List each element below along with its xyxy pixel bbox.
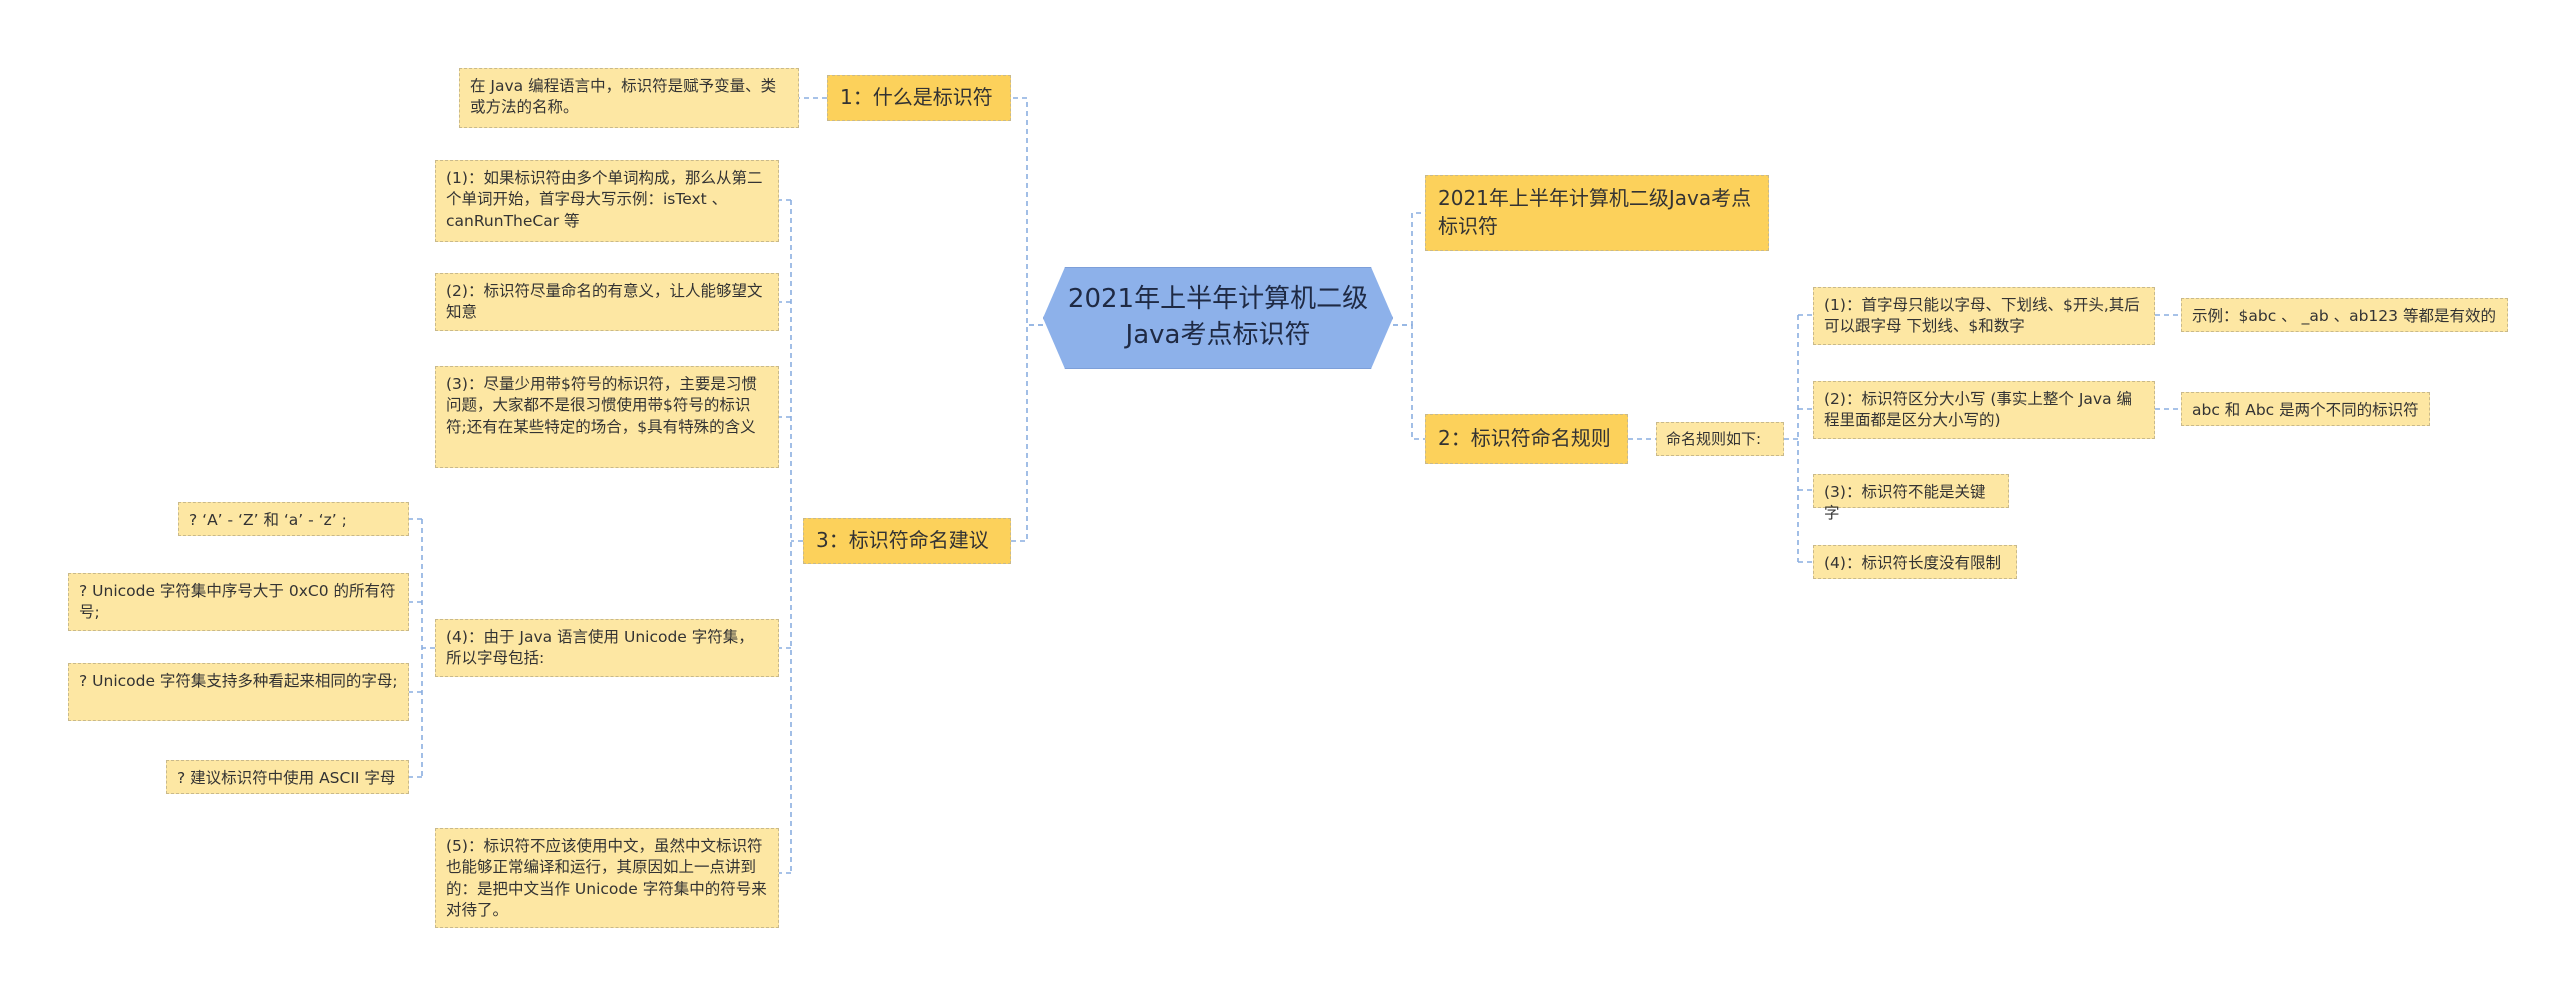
rule-node-3[interactable]: (3)：标识符不能是关键字 — [1813, 474, 2009, 522]
rule-label-2: (2)：标识符区分大小写 (事实上整个 Java 编程里面都是区分大小写的) — [1824, 390, 2133, 430]
letters-node-2[interactable]: ? Unicode 字符集中序号大于 0xC0 的所有符号; — [68, 573, 409, 631]
letters-node-3[interactable]: ? Unicode 字符集支持多种看起来相同的字母; — [68, 663, 409, 721]
rule-label-1: (1)：首字母只能以字母、下划线、$开头,其后可以跟字母 下划线、$和数字 — [1824, 296, 2140, 336]
edge-central-to-title — [1393, 212, 1425, 326]
letters-label-4: ? 建议标识符中使用 ASCII 字母 — [177, 769, 396, 787]
title-branch-node[interactable]: 2021年上半年计算机二级Java考点标识符 — [1425, 175, 1769, 251]
rule-node-2[interactable]: (2)：标识符区分大小写 (事实上整个 Java 编程里面都是区分大小写的) — [1813, 381, 2155, 439]
what-desc-label: 在 Java 编程语言中，标识符是赋予变量、类或方法的名称。 — [470, 77, 777, 117]
what-desc-node[interactable]: 在 Java 编程语言中，标识符是赋予变量、类或方法的名称。 — [459, 68, 799, 128]
letters-label-3: ? Unicode 字符集支持多种看起来相同的字母; — [79, 672, 398, 690]
advice-node-3[interactable]: (3)：尽量少用带$符号的标识符，主要是习惯问题，大家都不是很习惯使用带$符号的… — [435, 366, 779, 468]
advice-node-4[interactable]: (4)：由于 Java 语言使用 Unicode 字符集，所以字母包括: — [435, 619, 779, 677]
rules-branch-label: 2：标识符命名规则 — [1438, 426, 1611, 451]
letters-label-2: ? Unicode 字符集中序号大于 0xC0 的所有符号; — [79, 582, 396, 622]
edge-central-to-advice — [1011, 324, 1043, 542]
advice-branch-label: 3：标识符命名建议 — [816, 528, 989, 553]
rules-intro-node[interactable]: 命名规则如下: — [1656, 422, 1784, 456]
advice-branch-node[interactable]: 3：标识符命名建议 — [803, 518, 1011, 564]
edge-central-to-what — [1011, 97, 1043, 326]
rule-label-3: (3)：标识符不能是关键字 — [1824, 483, 1986, 523]
what-branch-label: 1：什么是标识符 — [840, 85, 993, 110]
advice-label-3: (3)：尽量少用带$符号的标识符，主要是习惯问题，大家都不是很习惯使用带$符号的… — [446, 375, 757, 436]
edge-advice-to-items — [779, 199, 803, 874]
edge-intro-to-rules — [1784, 314, 1813, 563]
letters-label-1: ? ‘A’ - ‘Z’ 和 ‘a’ - ‘z’ ; — [189, 511, 347, 529]
rule-node-1[interactable]: (1)：首字母只能以字母、下划线、$开头,其后可以跟字母 下划线、$和数字 — [1813, 287, 2155, 345]
rule-label-4: (4)：标识符长度没有限制 — [1824, 554, 2001, 572]
letters-node-4[interactable]: ? 建议标识符中使用 ASCII 字母 — [166, 760, 409, 794]
central-topic-label: 2021年上半年计算机二级Java考点标识符 — [1067, 284, 1369, 350]
advice-label-4: (4)：由于 Java 语言使用 Unicode 字符集，所以字母包括: — [446, 628, 754, 668]
rule-example-node-2[interactable]: abc 和 Abc 是两个不同的标识符 — [2181, 392, 2430, 426]
advice-label-2: (2)：标识符尽量命名的有意义，让人能够望文知意 — [446, 282, 763, 322]
letters-node-1[interactable]: ? ‘A’ - ‘Z’ 和 ‘a’ - ‘z’ ; — [178, 502, 409, 536]
rule-node-4[interactable]: (4)：标识符长度没有限制 — [1813, 545, 2017, 579]
title-branch-label: 2021年上半年计算机二级Java考点标识符 — [1438, 186, 1752, 238]
edge-central-to-rules — [1393, 324, 1425, 440]
central-topic-node[interactable]: 2021年上半年计算机二级Java考点标识符 — [1043, 267, 1393, 369]
rule-example-node-1[interactable]: 示例：$abc 、 _ab 、ab123 等都是有效的 — [2181, 298, 2508, 332]
advice-node-2[interactable]: (2)：标识符尽量命名的有意义，让人能够望文知意 — [435, 273, 779, 331]
what-branch-node[interactable]: 1：什么是标识符 — [827, 75, 1011, 121]
rules-intro-label: 命名规则如下: — [1666, 430, 1762, 448]
rule-example-label-1: 示例：$abc 、 _ab 、ab123 等都是有效的 — [2192, 307, 2496, 325]
edge-item4-to-letters — [409, 518, 435, 778]
advice-node-5[interactable]: (5)：标识符不应该使用中文，虽然中文标识符也能够正常编译和运行，其原因如上一点… — [435, 828, 779, 928]
advice-label-1: (1)：如果标识符由多个单词构成，那么从第二个单词开始，首字母大写示例：isTe… — [446, 169, 763, 230]
rule-example-label-2: abc 和 Abc 是两个不同的标识符 — [2192, 401, 2419, 419]
advice-label-5: (5)：标识符不应该使用中文，虽然中文标识符也能够正常编译和运行，其原因如上一点… — [446, 837, 767, 920]
advice-node-1[interactable]: (1)：如果标识符由多个单词构成，那么从第二个单词开始，首字母大写示例：isTe… — [435, 160, 779, 242]
rules-branch-node[interactable]: 2：标识符命名规则 — [1425, 414, 1628, 464]
